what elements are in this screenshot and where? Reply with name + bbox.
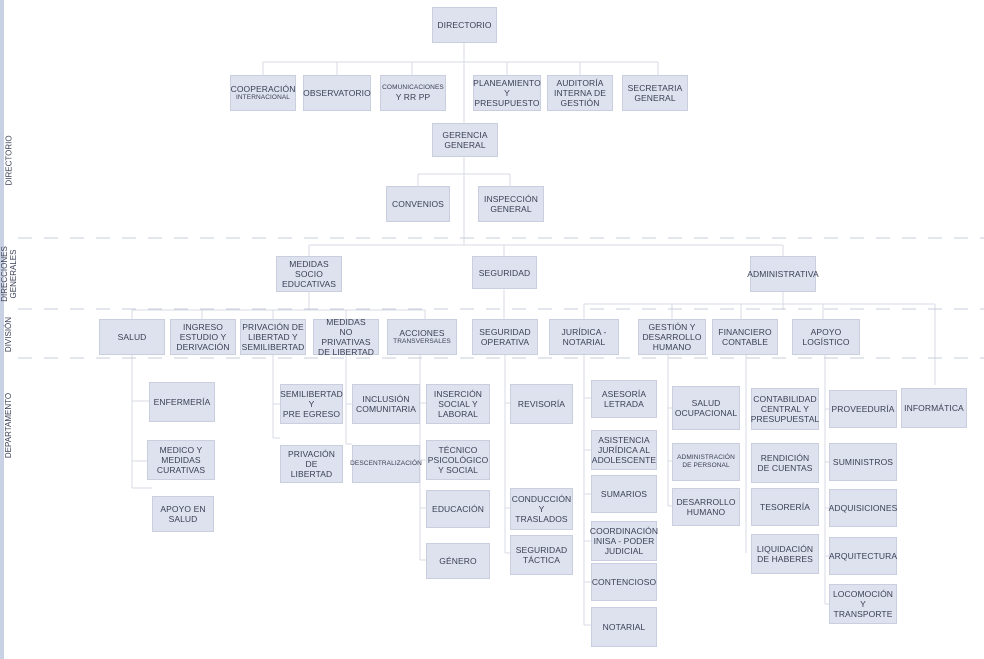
section-label-division: DIVISIÓN [4,316,14,352]
cooperacion-line1: COOPERACIÓN [230,84,296,94]
box-arquitectura: ARQUITECTURA [829,537,897,575]
box-adquisiciones: ADQUISICIONES [829,489,897,527]
box-privacion-libertad-semilibertad: PRIVACIÓN DE LIBERTAD Y SEMILIBERTAD [240,319,306,355]
box-administrativa: ADMINISTRATIVA [747,256,819,292]
acciones-line1: ACCIONES [399,328,445,338]
box-desarrollo-humano: DESARROLLO HUMANO [672,488,740,526]
box-liquidacion-de-haberes: LIQUIDACIÓN DE HABERES [751,534,819,574]
box-enfermeria: ENFERMERÍA [149,382,215,422]
box-gestion-desarrollo-humano: GESTIÓN Y DESARROLLO HUMANO [638,319,706,355]
box-conduccion-traslados: CONDUCCIÓN Y TRASLADOS [510,488,573,530]
section-label-directorio: DIRECTORIO [4,134,14,186]
box-medidas-socio-educativas: MEDIDAS SOCIO EDUCATIVAS [276,256,342,292]
box-ingreso-estudio-derivacion: INGRESO ESTUDIO Y DERIVACIÓN [170,319,236,355]
box-contencioso: CONTENCIOSO [591,563,657,601]
box-notarial: NOTARIAL [591,607,657,647]
box-coordinacion-inisa-poder-judicial: COORDINACIÓN INISA - PODER JUDICIAL [590,521,658,561]
comunicaciones-line2: Y RR PP [395,92,431,102]
section-label-direcciones-generales: DIRECCIONES GENERALES [0,246,18,302]
box-planeamiento-presupuesto: PLANEAMIENTO Y PRESUPUESTO [473,75,541,111]
box-gerencia-general: GERENCIA GENERAL [432,123,498,157]
box-tecnico-psicologico-social: TÉCNICO PSICOLÓGICO Y SOCIAL [426,440,490,480]
box-insercion-social-laboral: INSERCIÓN SOCIAL Y LABORAL [426,384,490,424]
box-suministros: SUMINISTROS [829,443,897,481]
cooperacion-line2: INTERNACIONAL [235,94,291,101]
box-revisoria: REVISORÍA [510,384,573,424]
box-rendicion-de-cuentas: RENDICIÓN DE CUENTAS [751,443,819,483]
box-educacion: EDUCACIÓN [426,490,490,528]
box-asesoria-letrada: ASESORÍA LETRADA [591,380,657,418]
box-comunicaciones: COMUNICACIONES Y RR PP [380,75,446,111]
box-observatorio: OBSERVATORIO [303,75,371,111]
left-edge-strip [0,0,4,659]
box-medidas-no-privativas: MEDIDAS NO PRIVATIVAS DE LIBERTAD [313,317,379,357]
comunicaciones-line1: COMUNICACIONES [382,84,444,91]
box-proveeduria: PROVEEDURÍA [829,390,897,428]
box-semilibertad-pre-egreso: SEMILIBERTAD Y PRE EGRESO [280,384,343,424]
box-apoyo-logistico: APOYO LOGÍSTICO [792,319,860,355]
box-convenios: CONVENIOS [386,186,450,222]
box-seguridad: SEGURIDAD [472,256,537,289]
box-inspeccion-general: INSPECCIÓN GENERAL [478,186,544,222]
box-medico-medidas-curativas: MEDICO Y MEDIDAS CURATIVAS [147,440,215,480]
box-financiero-contable: FINANCIERO CONTABLE [712,319,778,355]
box-genero: GÉNERO [426,543,490,579]
box-privacion-de-libertad: PRIVACIÓN DE LIBERTAD [280,445,343,483]
box-sumarios: SUMARIOS [591,475,657,513]
box-cooperacion-internacional: COOPERACIÓN INTERNACIONAL [230,75,296,111]
box-descentralizacion: DESCENTRALIZACIÓN [350,445,422,483]
section-label-departamento: DEPARTAMENTO [4,392,14,458]
box-informatica: INFORMÁTICA [901,388,967,428]
box-seguridad-tactica: SEGURIDAD TÁCTICA [510,535,573,575]
box-juridica-notarial: JURÍDICA - NOTARIAL [549,319,619,355]
box-locomocion-transporte: LOCOMOCIÓN Y TRANSPORTE [829,584,897,624]
box-directorio: DIRECTORIO [432,7,497,43]
box-salud: SALUD [99,319,165,355]
box-acciones-transversales: ACCIONES TRANSVERSALES [387,319,457,355]
box-apoyo-en-salud: APOYO EN SALUD [152,496,214,532]
box-seguridad-operativa: SEGURIDAD OPERATIVA [472,319,538,355]
box-tesoreria: TESORERÍA [751,488,819,526]
box-salud-ocupacional: SALUD OCUPACIONAL [672,386,740,430]
box-inclusion-comunitaria: INCLUSIÓN COMUNITARIA [352,384,420,424]
box-administracion-de-personal: ADMINISTRACIÓN DE PERSONAL [672,443,740,481]
box-secretaria-general: SECRETARIA GENERAL [622,75,688,111]
acciones-line2: TRANSVERSALES [393,338,451,345]
box-asistencia-juridica-adolescente: ASISTENCIA JURÍDICA AL ADOLESCENTE [591,430,657,470]
box-contabilidad-central: CONTABILIDAD CENTRAL Y PRESUPUESTAL [751,388,819,430]
box-auditoria-interna: AUDITORÍA INTERNA DE GESTIÓN [547,75,613,111]
